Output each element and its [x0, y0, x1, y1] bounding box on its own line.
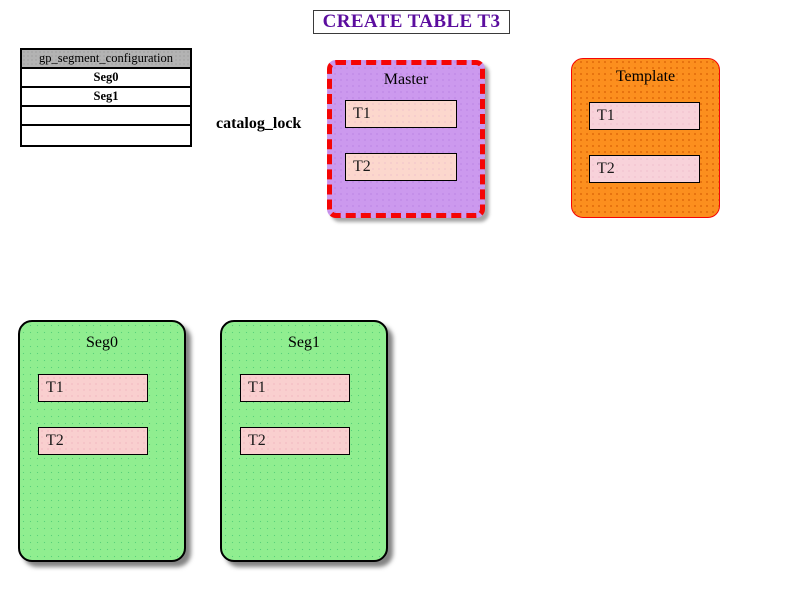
master-table-t2: T2	[345, 153, 457, 181]
seg1-node: Seg1 T1 T2	[220, 320, 388, 562]
table-header-cell: gp_segment_configuration	[22, 50, 190, 69]
seg0-node: Seg0 T1 T2	[18, 320, 186, 562]
template-node: Template T1 T2	[571, 58, 720, 218]
template-node-title: Template	[615, 68, 676, 85]
seg0-node-title: Seg0	[86, 334, 118, 351]
gp-segment-configuration-table: gp_segment_configuration Seg0 Seg1	[20, 48, 192, 147]
page-title: CREATE TABLE T3	[313, 10, 510, 34]
master-node-title: Master	[383, 71, 429, 88]
template-table-t1: T1	[589, 102, 700, 130]
seg0-table-t1: T1	[38, 374, 148, 402]
seg1-node-title: Seg1	[288, 334, 320, 351]
seg1-table-t2: T2	[240, 427, 350, 455]
page-title-label: CREATE TABLE T3	[322, 11, 501, 32]
table-row	[22, 126, 190, 145]
table-row	[22, 107, 190, 126]
table-row: Seg1	[22, 88, 190, 107]
master-node: Master T1 T2	[327, 60, 485, 218]
catalog-lock-label: catalog_lock	[216, 115, 302, 132]
master-table-t1: T1	[345, 100, 457, 128]
seg1-table-t1: T1	[240, 374, 350, 402]
template-table-t2: T2	[589, 155, 700, 183]
table-row: Seg0	[22, 69, 190, 88]
seg0-table-t2: T2	[38, 427, 148, 455]
